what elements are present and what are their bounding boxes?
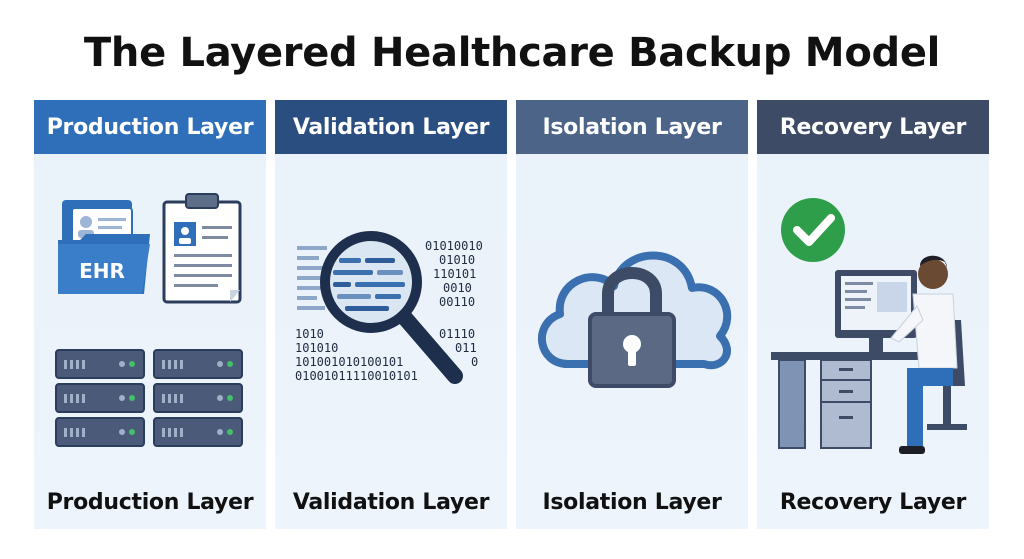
isolation-layer-footer: Isolation Layer (542, 490, 722, 515)
production-layer-footer: Production Layer (46, 490, 254, 515)
recovery-layer-panel: Recovery Layer (757, 100, 989, 529)
binary-line: 101010 (295, 341, 338, 355)
isolation-art (537, 251, 732, 388)
binary-line: 01001011110010101 (295, 369, 418, 383)
binary-line: 1010 (295, 327, 324, 341)
magnifier-icon (320, 231, 463, 384)
server-rack-icon (55, 349, 243, 447)
production-layer-panel: Production Layer EHR (34, 100, 266, 529)
page-title: The Layered Healthcare Backup Model (83, 30, 941, 76)
binary-line: 101001010100101 (295, 355, 403, 369)
monitor-icon (835, 270, 917, 352)
binary-data-icon: 01010010 01010 110101 0010 00110 1010 01… (295, 239, 483, 383)
padlock-icon (588, 267, 676, 388)
binary-line: 011 (455, 341, 477, 355)
binary-line: 0 (471, 355, 478, 369)
binary-line: 00110 (439, 295, 475, 309)
layers-container: Production Layer EHR (34, 100, 992, 529)
validation-art: 01010010 01010 110101 0010 00110 1010 01… (295, 231, 483, 384)
ehr-folder-icon: EHR (58, 200, 150, 294)
checkmark-icon (781, 198, 845, 262)
binary-line: 01110 (439, 327, 475, 341)
production-layer-header: Production Layer (34, 100, 266, 154)
binary-line: 110101 (433, 267, 476, 281)
validation-layer-header: Validation Layer (275, 100, 507, 154)
binary-line: 0010 (443, 281, 472, 295)
validation-layer-panel: Validation Layer 01010010 01010 110101 0… (275, 100, 507, 529)
person-icon (890, 255, 967, 454)
recovery-layer-header: Recovery Layer (757, 100, 989, 154)
ehr-folder-label: EHR (79, 259, 125, 283)
desk-icon (771, 352, 921, 449)
production-art: EHR (55, 193, 243, 447)
isolation-layer-panel: Isolation Layer Isolation Layer (516, 100, 748, 529)
binary-line: 01010 (439, 253, 475, 267)
validation-layer-footer: Validation Layer (292, 490, 490, 515)
binary-line: 01010010 (425, 239, 483, 253)
clipboard-icon (162, 193, 242, 304)
isolation-layer-header: Isolation Layer (516, 100, 748, 154)
recovery-art (771, 198, 967, 454)
recovery-layer-footer: Recovery Layer (779, 490, 967, 515)
